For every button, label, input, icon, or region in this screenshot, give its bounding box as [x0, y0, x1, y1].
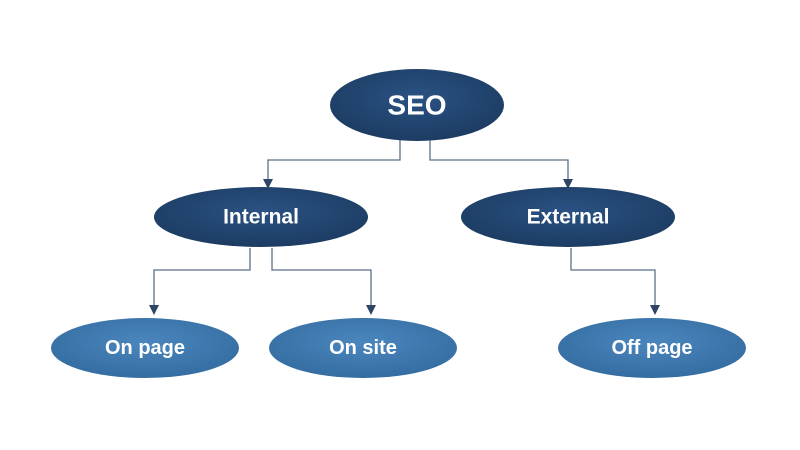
node-off-page: Off page [558, 318, 746, 378]
node-on-page: On page [51, 318, 239, 378]
connector-seo-internal [263, 140, 401, 189]
connector-internal-on-page [149, 248, 251, 315]
node-on-site: On site [269, 318, 457, 378]
node-on-page-label: On page [105, 337, 185, 359]
node-seo-label: SEO [387, 90, 446, 121]
node-internal: Internal [154, 187, 368, 247]
node-external: External [461, 187, 675, 247]
node-internal-label: Internal [223, 206, 299, 229]
node-on-site-label: On site [329, 337, 397, 359]
node-external-label: External [527, 206, 610, 229]
connector-internal-on-site [271, 248, 376, 315]
node-seo: SEO [330, 69, 504, 141]
node-off-page-label: Off page [611, 337, 692, 359]
connector-seo-external [429, 140, 573, 189]
connector-external-off-page [570, 248, 660, 315]
